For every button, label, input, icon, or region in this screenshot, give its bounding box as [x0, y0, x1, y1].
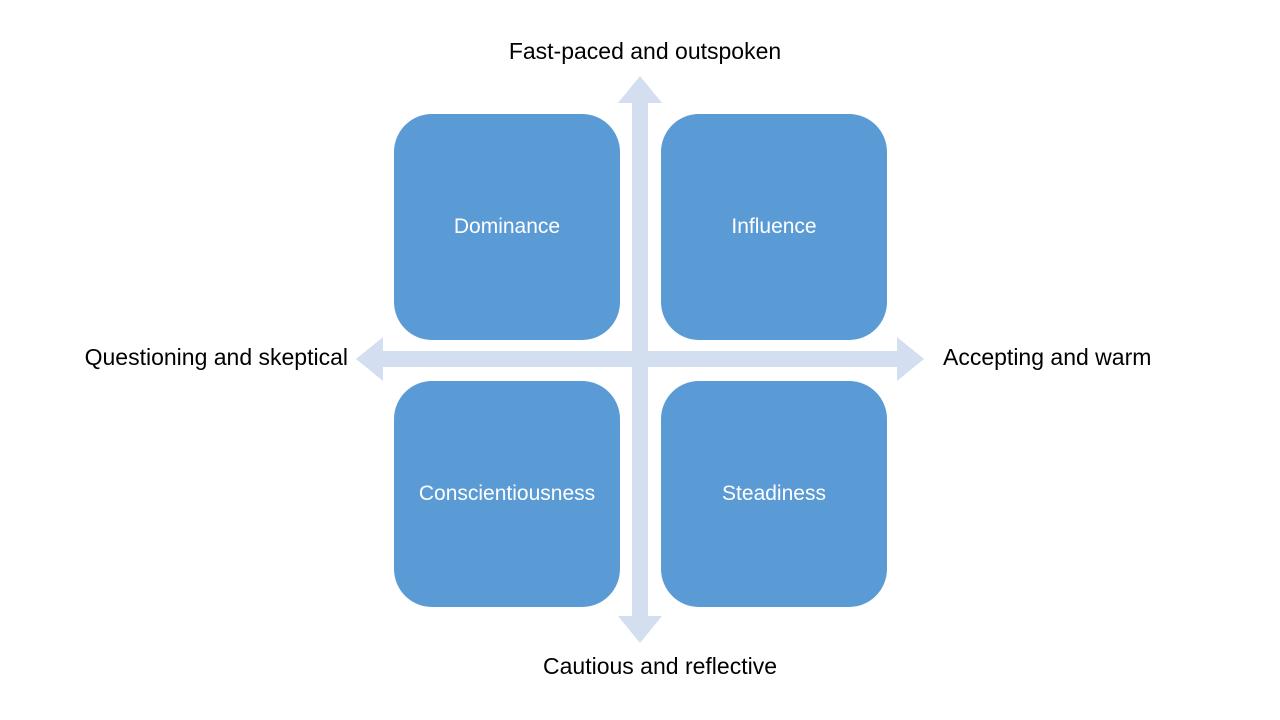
quadrant-steadiness-label: Steadiness: [722, 482, 826, 505]
right-arrow-head: [897, 337, 924, 381]
axis-label-left: Questioning and skeptical: [84, 344, 348, 370]
left-arrow-head: [356, 337, 383, 381]
quadrant-dominance: Dominance: [394, 114, 620, 340]
axis-label-bottom: Cautious and reflective: [543, 653, 777, 679]
up-arrow-head: [618, 76, 662, 103]
quadrant-dominance-label: Dominance: [453, 215, 561, 238]
quadrant-influence-label: Influence: [731, 215, 817, 238]
down-arrow-head: [618, 616, 662, 643]
axis-label-top: Fast-paced and outspoken: [508, 38, 782, 64]
quadrant-steadiness: Steadiness: [661, 381, 887, 607]
quadrant-conscientiousness-label: Conscientiousness: [418, 482, 596, 505]
quadrant-influence: Influence: [661, 114, 887, 340]
quadrant-conscientiousness: Conscientiousness: [394, 381, 620, 607]
axis-label-right: Accepting and warm: [943, 344, 1152, 370]
horizontal-axis-bar: [383, 351, 897, 367]
